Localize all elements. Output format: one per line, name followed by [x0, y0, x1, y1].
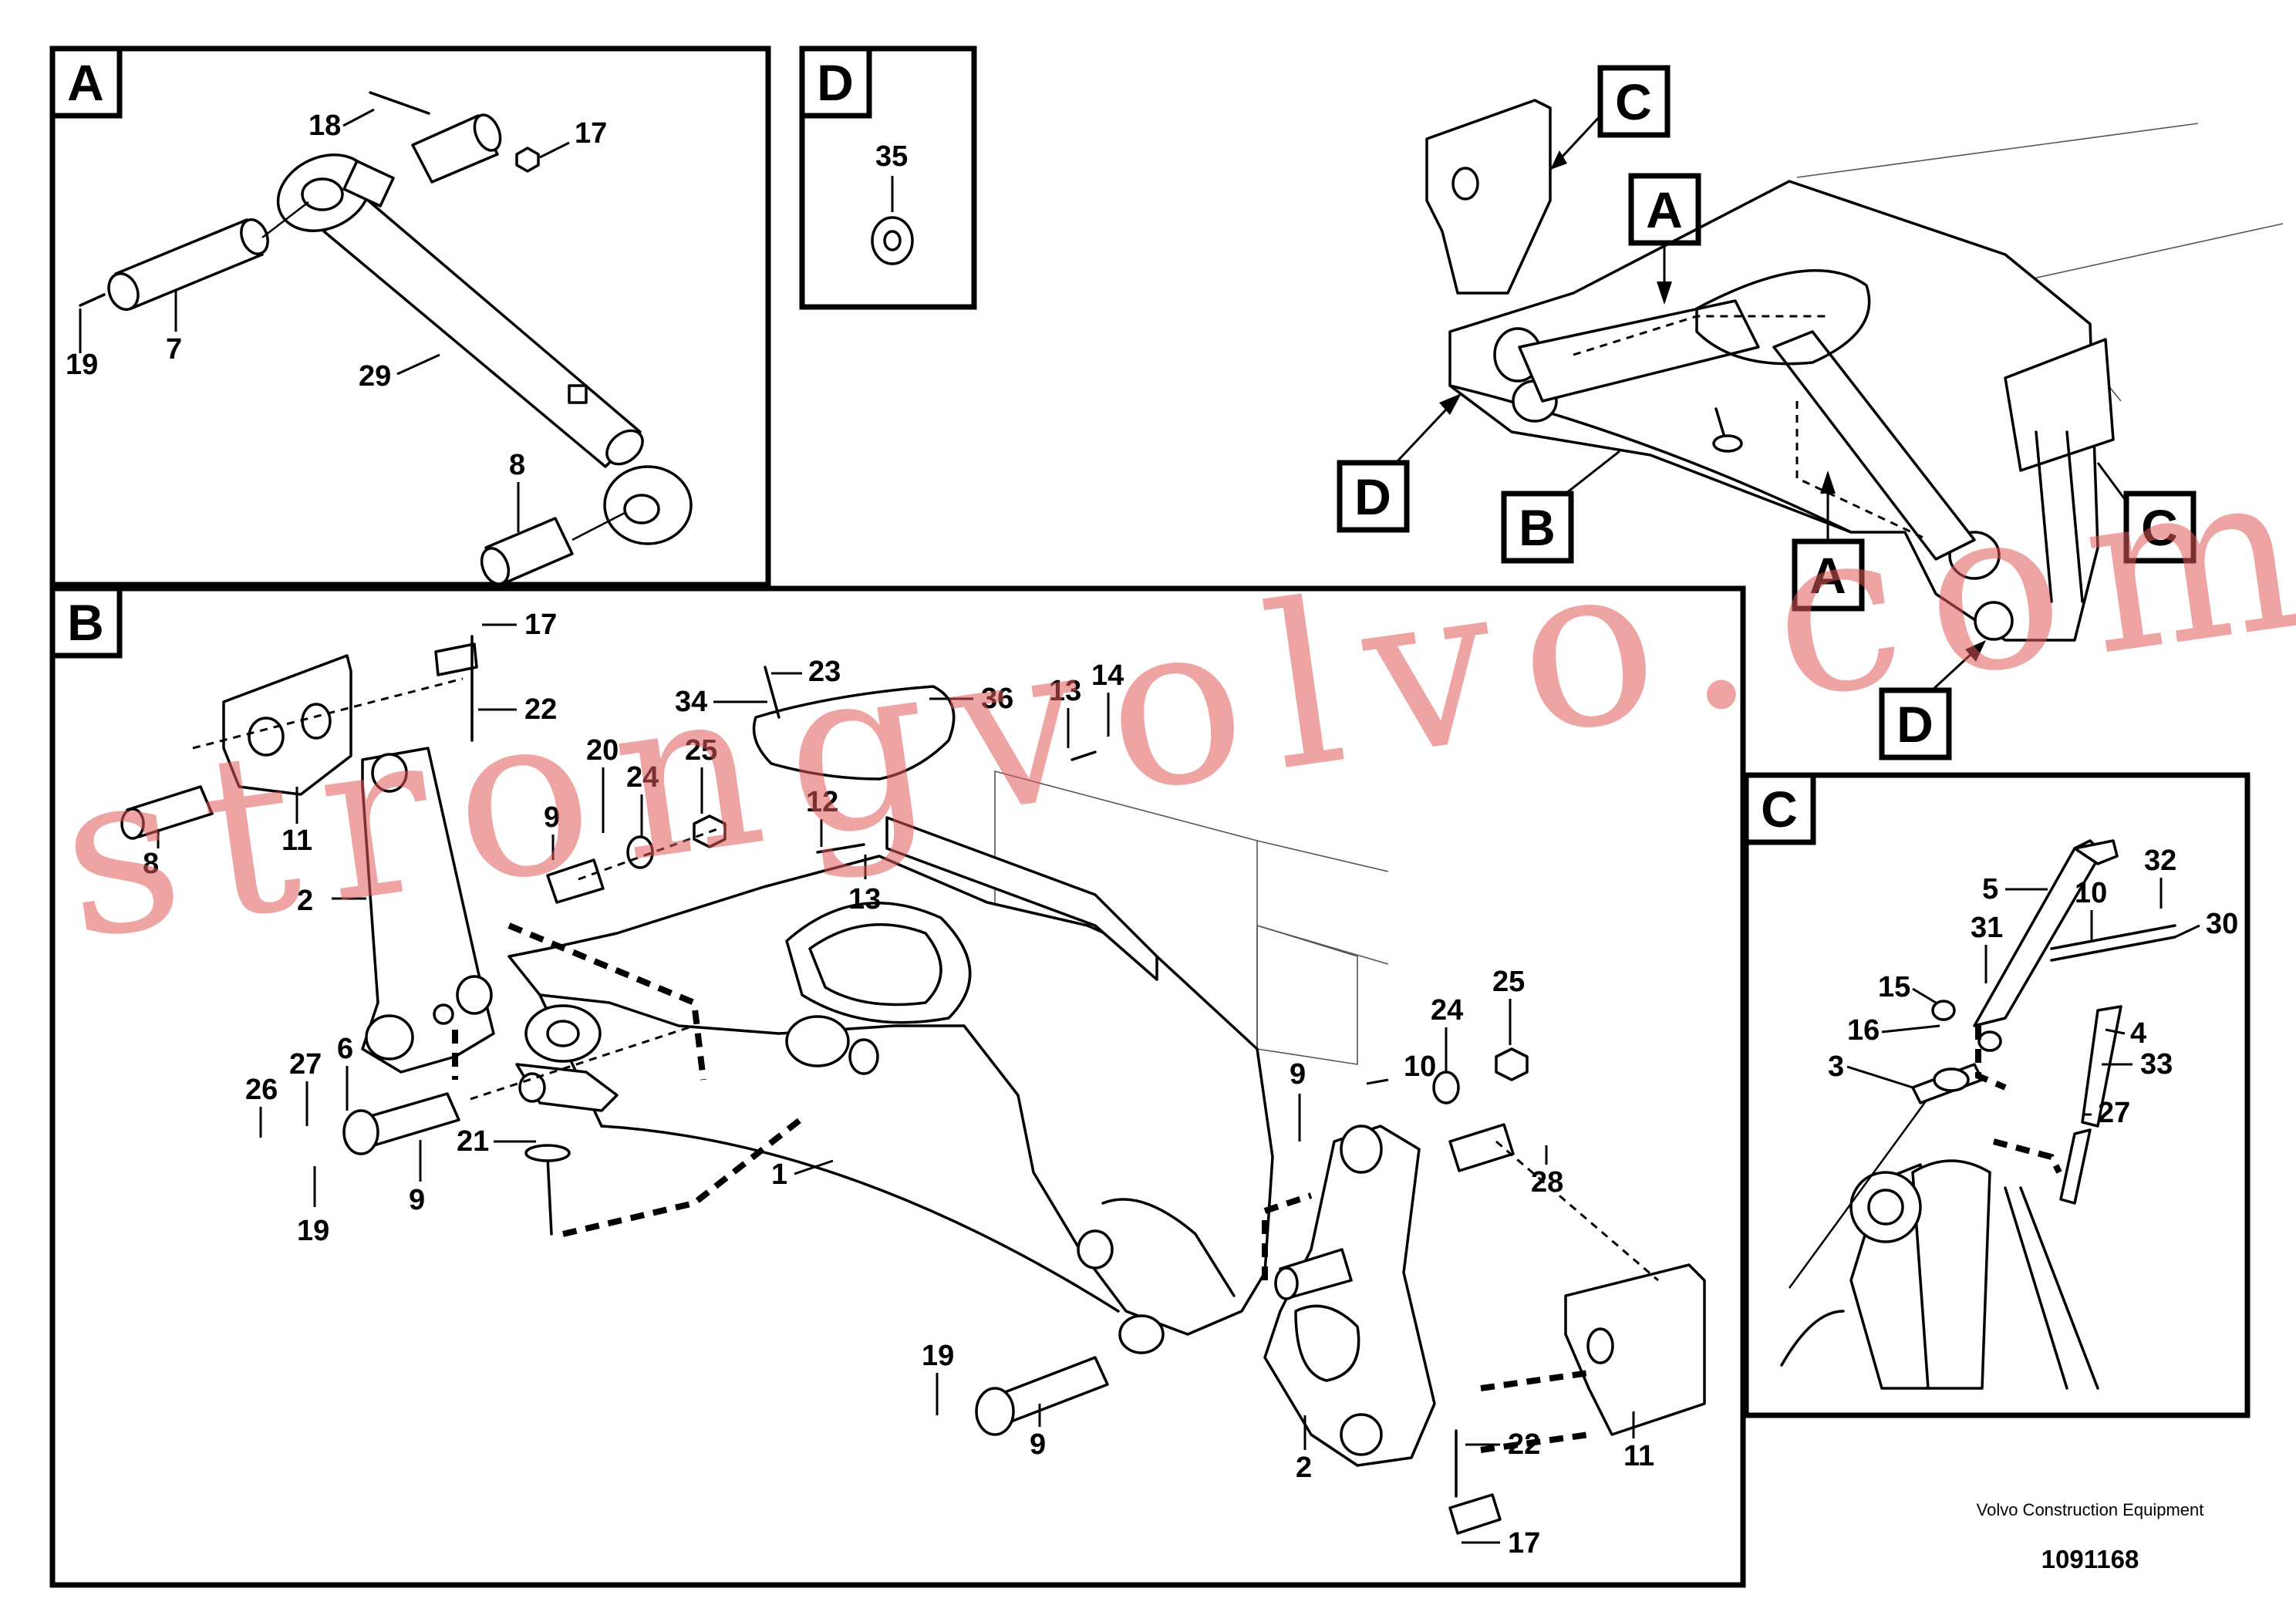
pin-8 [480, 517, 574, 585]
callout-7: 7 [166, 333, 182, 366]
panel-b-label-box [49, 585, 123, 659]
panel-b-callouts: 17 22 11 8 2 23 34 36 13 14 20 24 25 [143, 609, 1654, 1560]
panel-a-frame [49, 46, 771, 588]
panel-a-label-box [49, 46, 123, 119]
panel-c-label-box [1743, 772, 1816, 845]
callout-b-23: 23 [808, 656, 841, 688]
svg-text:A: A [1646, 181, 1683, 238]
link-2-right [1263, 1125, 1436, 1467]
callout-19: 19 [66, 349, 98, 381]
callout-b-2b: 2 [1296, 1452, 1312, 1484]
bushing-upper [411, 113, 502, 184]
callout-b-1: 1 [771, 1158, 787, 1191]
callout-b-22a: 22 [524, 693, 557, 726]
callout-b-21: 21 [457, 1125, 489, 1158]
panel-b-label: B [67, 594, 104, 651]
link-2-left [361, 747, 495, 1074]
callout-c-15: 15 [1878, 971, 1910, 1003]
callout-b-24a: 24 [626, 761, 659, 794]
callout-c-3: 3 [1828, 1050, 1844, 1083]
svg-text:B: B [1519, 499, 1556, 556]
callout-b-11b: 11 [1623, 1440, 1654, 1472]
callout-c-32: 32 [2144, 845, 2176, 877]
callout-b-17a: 17 [524, 609, 557, 641]
callout-b-9b: 9 [409, 1184, 425, 1216]
panel-d-label: D [817, 54, 854, 111]
marker-c-top [1597, 65, 1671, 138]
callout-b-12: 12 [806, 786, 838, 818]
callout-c-31: 31 [1971, 912, 2003, 944]
callout-b-28: 28 [1531, 1166, 1563, 1199]
callout-b-10: 10 [1404, 1050, 1436, 1083]
svg-text:A: A [1809, 547, 1846, 604]
panel-d-label-box [799, 46, 872, 119]
callout-b-25b: 25 [1492, 966, 1525, 998]
bracket-11-right [1564, 1263, 1706, 1436]
svg-text:D: D [1896, 696, 1934, 753]
callout-29: 29 [359, 360, 391, 393]
callout-c-5: 5 [1982, 873, 1998, 905]
callout-17: 17 [575, 117, 607, 150]
credit-organization: Volvo Construction Equipment [1976, 1500, 2204, 1519]
marker-d-left [1337, 460, 1410, 533]
panel-a: A [49, 46, 771, 588]
callout-b-14: 14 [1091, 659, 1124, 692]
pin-7 [107, 218, 269, 312]
callout-b-26: 26 [245, 1074, 278, 1106]
svg-text:D: D [1354, 468, 1391, 525]
callout-b-13a: 13 [1049, 675, 1081, 707]
callout-c-33: 33 [2140, 1048, 2173, 1081]
callout-c-10: 10 [2075, 877, 2107, 909]
callout-b-9a: 9 [544, 801, 560, 834]
callout-b-11a: 11 [282, 824, 312, 857]
callout-c-16: 16 [1847, 1014, 1880, 1047]
callout-b-20: 20 [586, 734, 619, 767]
marker-c-right [2123, 491, 2197, 564]
marker-d-bottom [1879, 687, 1952, 760]
callout-c-30: 30 [2206, 908, 2238, 940]
callout-35: 35 [875, 140, 908, 173]
callout-b-9c: 9 [1290, 1058, 1306, 1091]
callout-b-19a: 19 [297, 1215, 329, 1247]
panel-c-label: C [1761, 781, 1798, 838]
callout-18: 18 [308, 110, 341, 142]
callout-b-22b: 22 [1508, 1428, 1540, 1461]
overview-markers: C A D B A C D [1337, 65, 2197, 760]
svg-text:C: C [2141, 499, 2178, 556]
cylinder-drawing [79, 91, 693, 585]
callout-b-19b: 19 [922, 1340, 954, 1372]
callout-c-4: 4 [2130, 1017, 2146, 1050]
linkage-drawing [1780, 839, 2176, 1390]
svg-text:C: C [1615, 73, 1652, 130]
callout-c-27: 27 [2098, 1097, 2130, 1129]
panel-b: B [49, 585, 1746, 1588]
pins [120, 642, 1515, 1535]
callout-b-13b: 13 [848, 883, 881, 916]
panel-a-label: A [67, 54, 104, 111]
callout-b-9d: 9 [1030, 1428, 1046, 1461]
callout-8: 8 [509, 449, 525, 481]
overview-drawing [1425, 99, 2284, 642]
panel-c-frame [1743, 772, 2250, 1418]
callout-b-36: 36 [981, 683, 1013, 715]
callout-b-17b: 17 [1508, 1527, 1540, 1560]
marker-b [1501, 491, 1574, 564]
callout-b-2a: 2 [297, 885, 313, 917]
callout-b-24b: 24 [1431, 994, 1463, 1027]
panel-c-callouts: 5 10 32 30 31 15 16 4 3 33 27 [1828, 845, 2238, 1129]
panel-d: D 35 [799, 46, 977, 310]
callout-b-27: 27 [289, 1048, 322, 1081]
callout-b-25a: 25 [685, 734, 717, 767]
callout-b-8: 8 [143, 848, 159, 880]
panel-c: C [1743, 772, 2250, 1418]
frame-assembly-drawing [120, 635, 1706, 1535]
panel-a-callouts: 18 17 19 7 29 8 [66, 108, 607, 532]
callout-b-6: 6 [337, 1033, 353, 1065]
panel-d-frame [799, 46, 977, 310]
panel-b-frame [49, 585, 1746, 1588]
callout-b-34: 34 [675, 686, 707, 718]
drawing-number: 1091168 [2041, 1545, 2139, 1573]
